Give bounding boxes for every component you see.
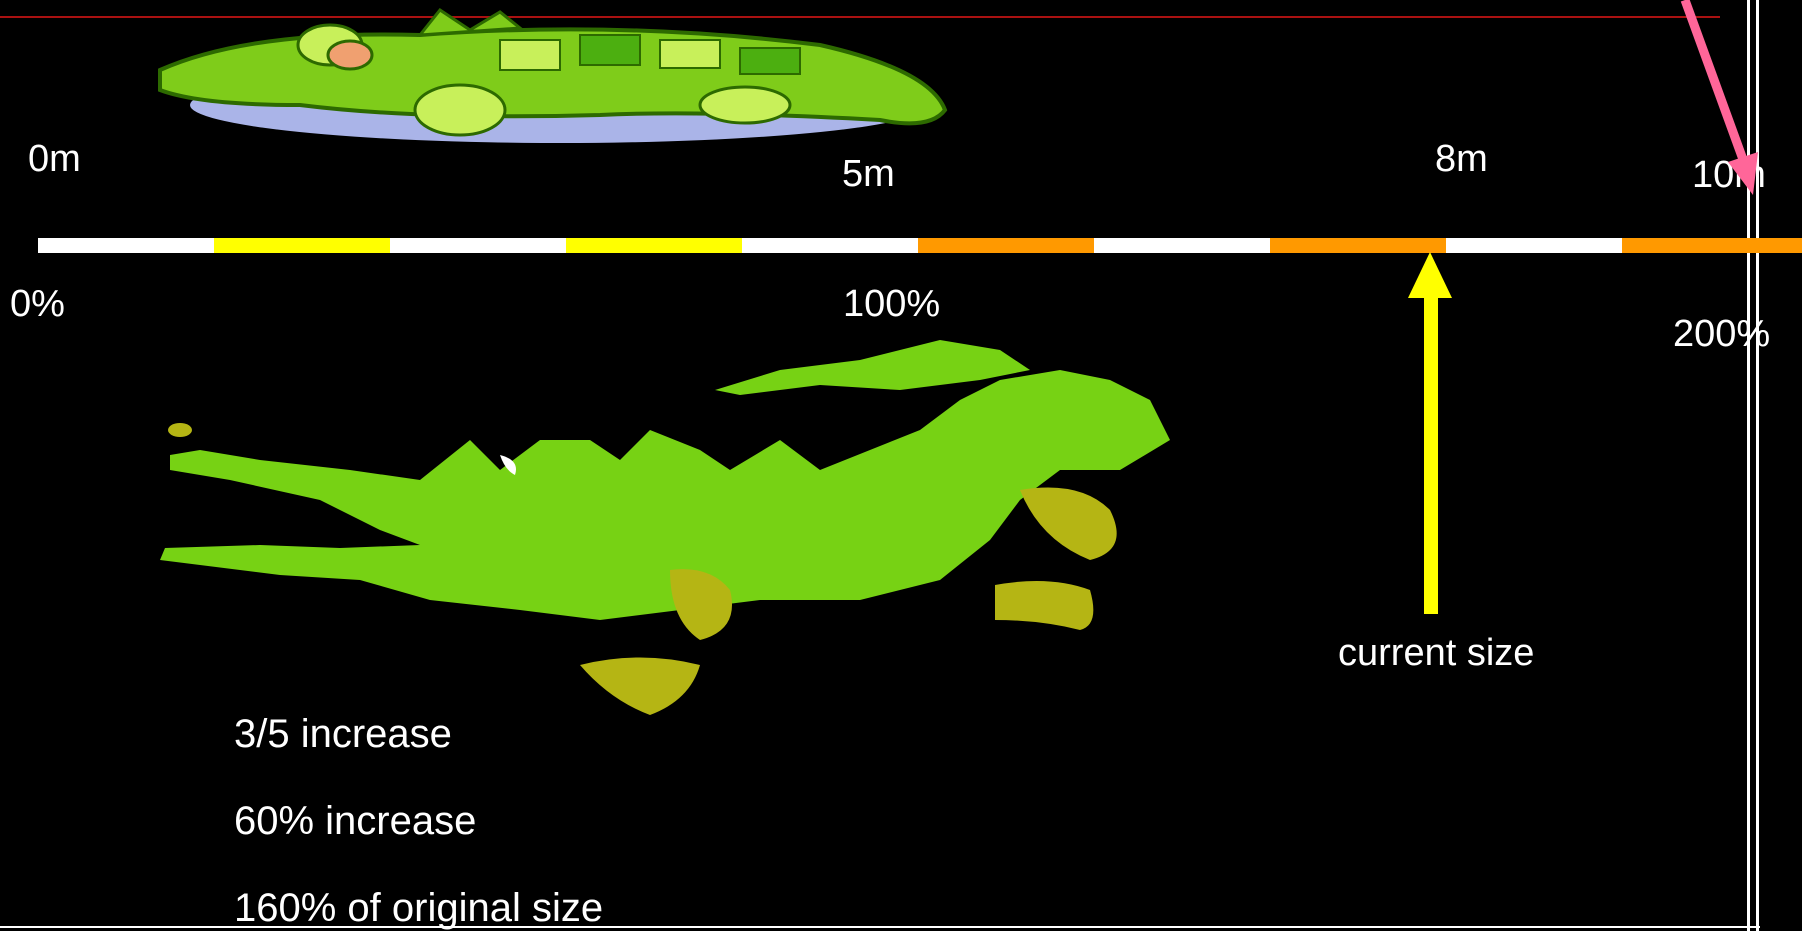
statement-percent-increase: 60% increase — [234, 801, 476, 841]
statement-fraction: 3/5 increase — [234, 714, 452, 754]
statement-percent-of-original: 160% of original size — [234, 888, 603, 928]
